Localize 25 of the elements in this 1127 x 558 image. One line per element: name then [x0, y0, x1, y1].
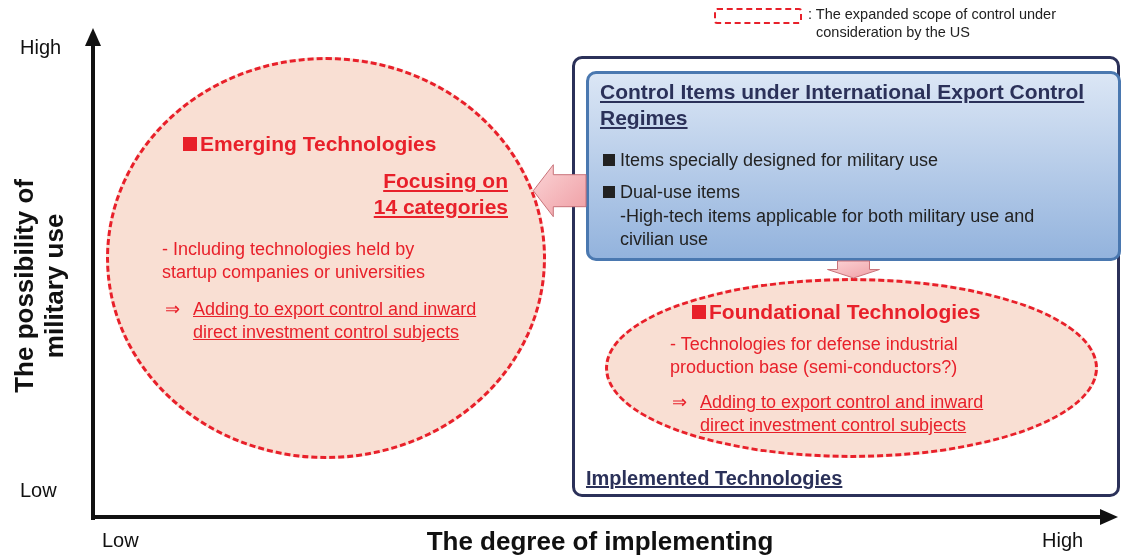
group-box	[572, 56, 1120, 497]
list-item-note: -High-tech items applicable for both military use and civilian use	[620, 205, 1036, 250]
consequence-text: Adding to export control and inward direct investment control subjects	[193, 298, 478, 343]
axis-title: The possibility of military use	[10, 178, 70, 395]
node-heading: Emerging Technologies	[200, 131, 438, 157]
description-text: - Including technologies held by startup companies or universities	[162, 238, 427, 283]
node-heading: Foundational Technologies	[709, 299, 982, 325]
emphasis-text: Focusing on 14 categories	[372, 168, 508, 221]
description-text: - Technologies for defense industrial production base (semi-conductors?)	[670, 333, 959, 378]
axis-tick-label: Low	[102, 529, 140, 552]
implication-symbol: ⇒	[165, 298, 181, 321]
block-arrow	[532, 164, 587, 218]
block-arrow	[827, 260, 880, 279]
legend-text: : The expanded scope of control under consideration by the US	[808, 5, 1056, 42]
list-item: Dual-use items	[620, 181, 742, 204]
axis-title: The degree of implementing	[425, 526, 775, 557]
list-item: Items specially designed for military use	[620, 149, 940, 172]
axis-tick-label: High	[1042, 529, 1085, 552]
implication-symbol: ⇒	[672, 391, 688, 414]
axis-tick-label: Low	[20, 479, 58, 502]
group-title: Implemented Technologies	[586, 466, 844, 491]
axis-tick-label: High	[20, 36, 63, 59]
process-box	[586, 71, 1121, 261]
consequence-text: Adding to export control and inward direct investment control subjects	[700, 391, 985, 436]
box-heading: Control Items under International Export Control Regimes	[600, 79, 1086, 132]
